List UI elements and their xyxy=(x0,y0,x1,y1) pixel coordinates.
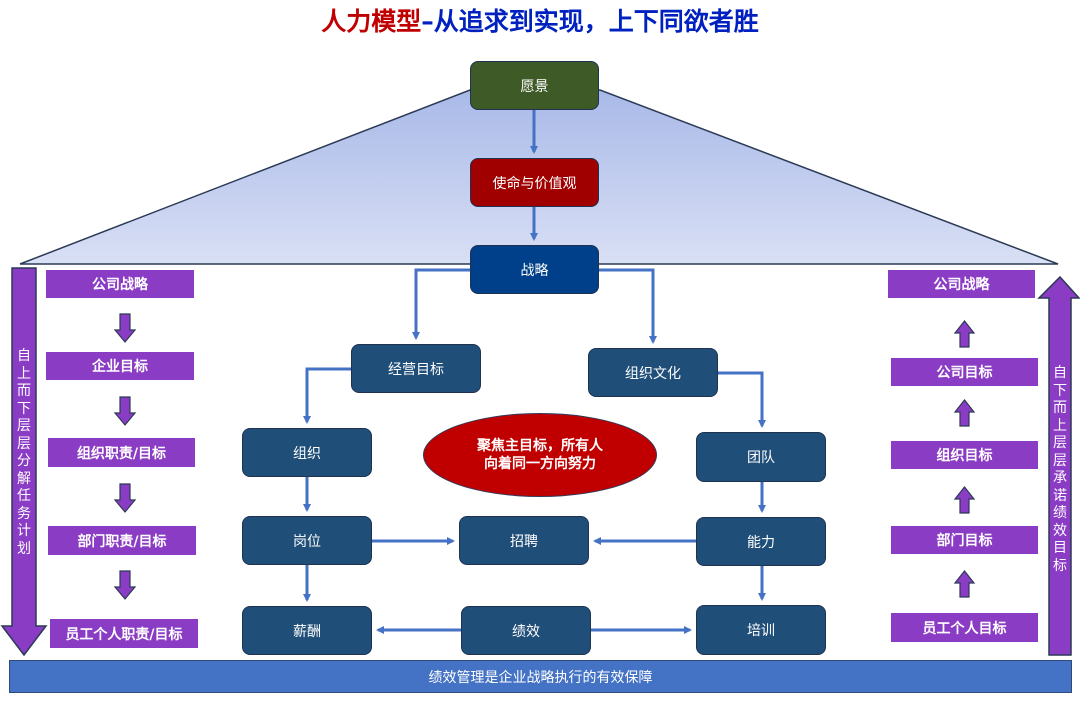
vision-node: 愿景 xyxy=(470,61,599,110)
mission-values-node: 使命与价值观 xyxy=(470,158,599,207)
right-item-dept-goals: 部门目标 xyxy=(891,526,1038,554)
organization-node: 组织 xyxy=(242,428,372,477)
focus-line-1: 聚焦主目标，所有人 xyxy=(477,438,603,454)
strategy-node: 战略 xyxy=(470,245,599,294)
bottom-up-arrow-label: 自下而上层层承诺绩效目标 xyxy=(1053,365,1067,574)
up-arrow-icon xyxy=(953,320,976,348)
left-item-dept-duties: 部门职责/目标 xyxy=(48,526,196,555)
down-arrow-icon xyxy=(113,570,137,600)
down-arrow-icon xyxy=(113,483,137,513)
connector-strategy-culture xyxy=(598,268,657,344)
right-item-org-goals: 组织目标 xyxy=(891,441,1038,469)
connector-business-organization xyxy=(303,367,351,424)
down-arrow-icon xyxy=(113,313,137,343)
left-item-org-duties: 组织职责/目标 xyxy=(48,438,195,467)
performance-node: 绩效 xyxy=(461,606,591,655)
top-down-arrow-label: 自上而下层层分解任务计划 xyxy=(17,348,31,557)
title-highlight: 人力模型 xyxy=(321,7,422,36)
position-node: 岗位 xyxy=(242,516,372,565)
down-arrow-icon xyxy=(113,396,137,426)
page-title: 人力模型–从追求到实现，上下同欲者胜 xyxy=(0,2,1080,38)
org-culture-node: 组织文化 xyxy=(588,348,718,397)
right-item-company-goals: 公司目标 xyxy=(891,358,1038,386)
bottom-up-arrow xyxy=(1037,275,1080,656)
left-item-employee-duties: 员工个人职责/目标 xyxy=(50,619,198,648)
connector-culture-team xyxy=(718,371,766,428)
focus-line-2: 向着同一方向努力 xyxy=(484,456,596,472)
focus-ellipse: 聚焦主目标，所有人 向着同一方向努力 xyxy=(423,413,657,497)
left-item-company-strategy: 公司战略 xyxy=(46,270,194,298)
top-down-arrow xyxy=(0,267,48,657)
right-item-employee-goals: 员工个人目标 xyxy=(891,613,1038,642)
left-item-enterprise-goals: 企业目标 xyxy=(46,352,194,380)
right-item-company-strategy: 公司战略 xyxy=(888,270,1035,298)
business-goals-node: 经营目标 xyxy=(351,344,481,393)
title-rest: –从追求到实现，上下同欲者胜 xyxy=(421,7,759,36)
foundation-bar: 绩效管理是企业战略执行的有效保障 xyxy=(9,660,1072,693)
up-arrow-icon xyxy=(953,570,976,598)
ability-node: 能力 xyxy=(696,517,826,566)
training-node: 培训 xyxy=(696,605,826,655)
up-arrow-icon xyxy=(953,399,976,427)
team-node: 团队 xyxy=(696,432,826,482)
connector-strategy-business xyxy=(412,268,470,340)
up-arrow-icon xyxy=(953,486,976,514)
recruiting-node: 招聘 xyxy=(459,516,589,565)
compensation-node: 薪酬 xyxy=(242,606,372,655)
